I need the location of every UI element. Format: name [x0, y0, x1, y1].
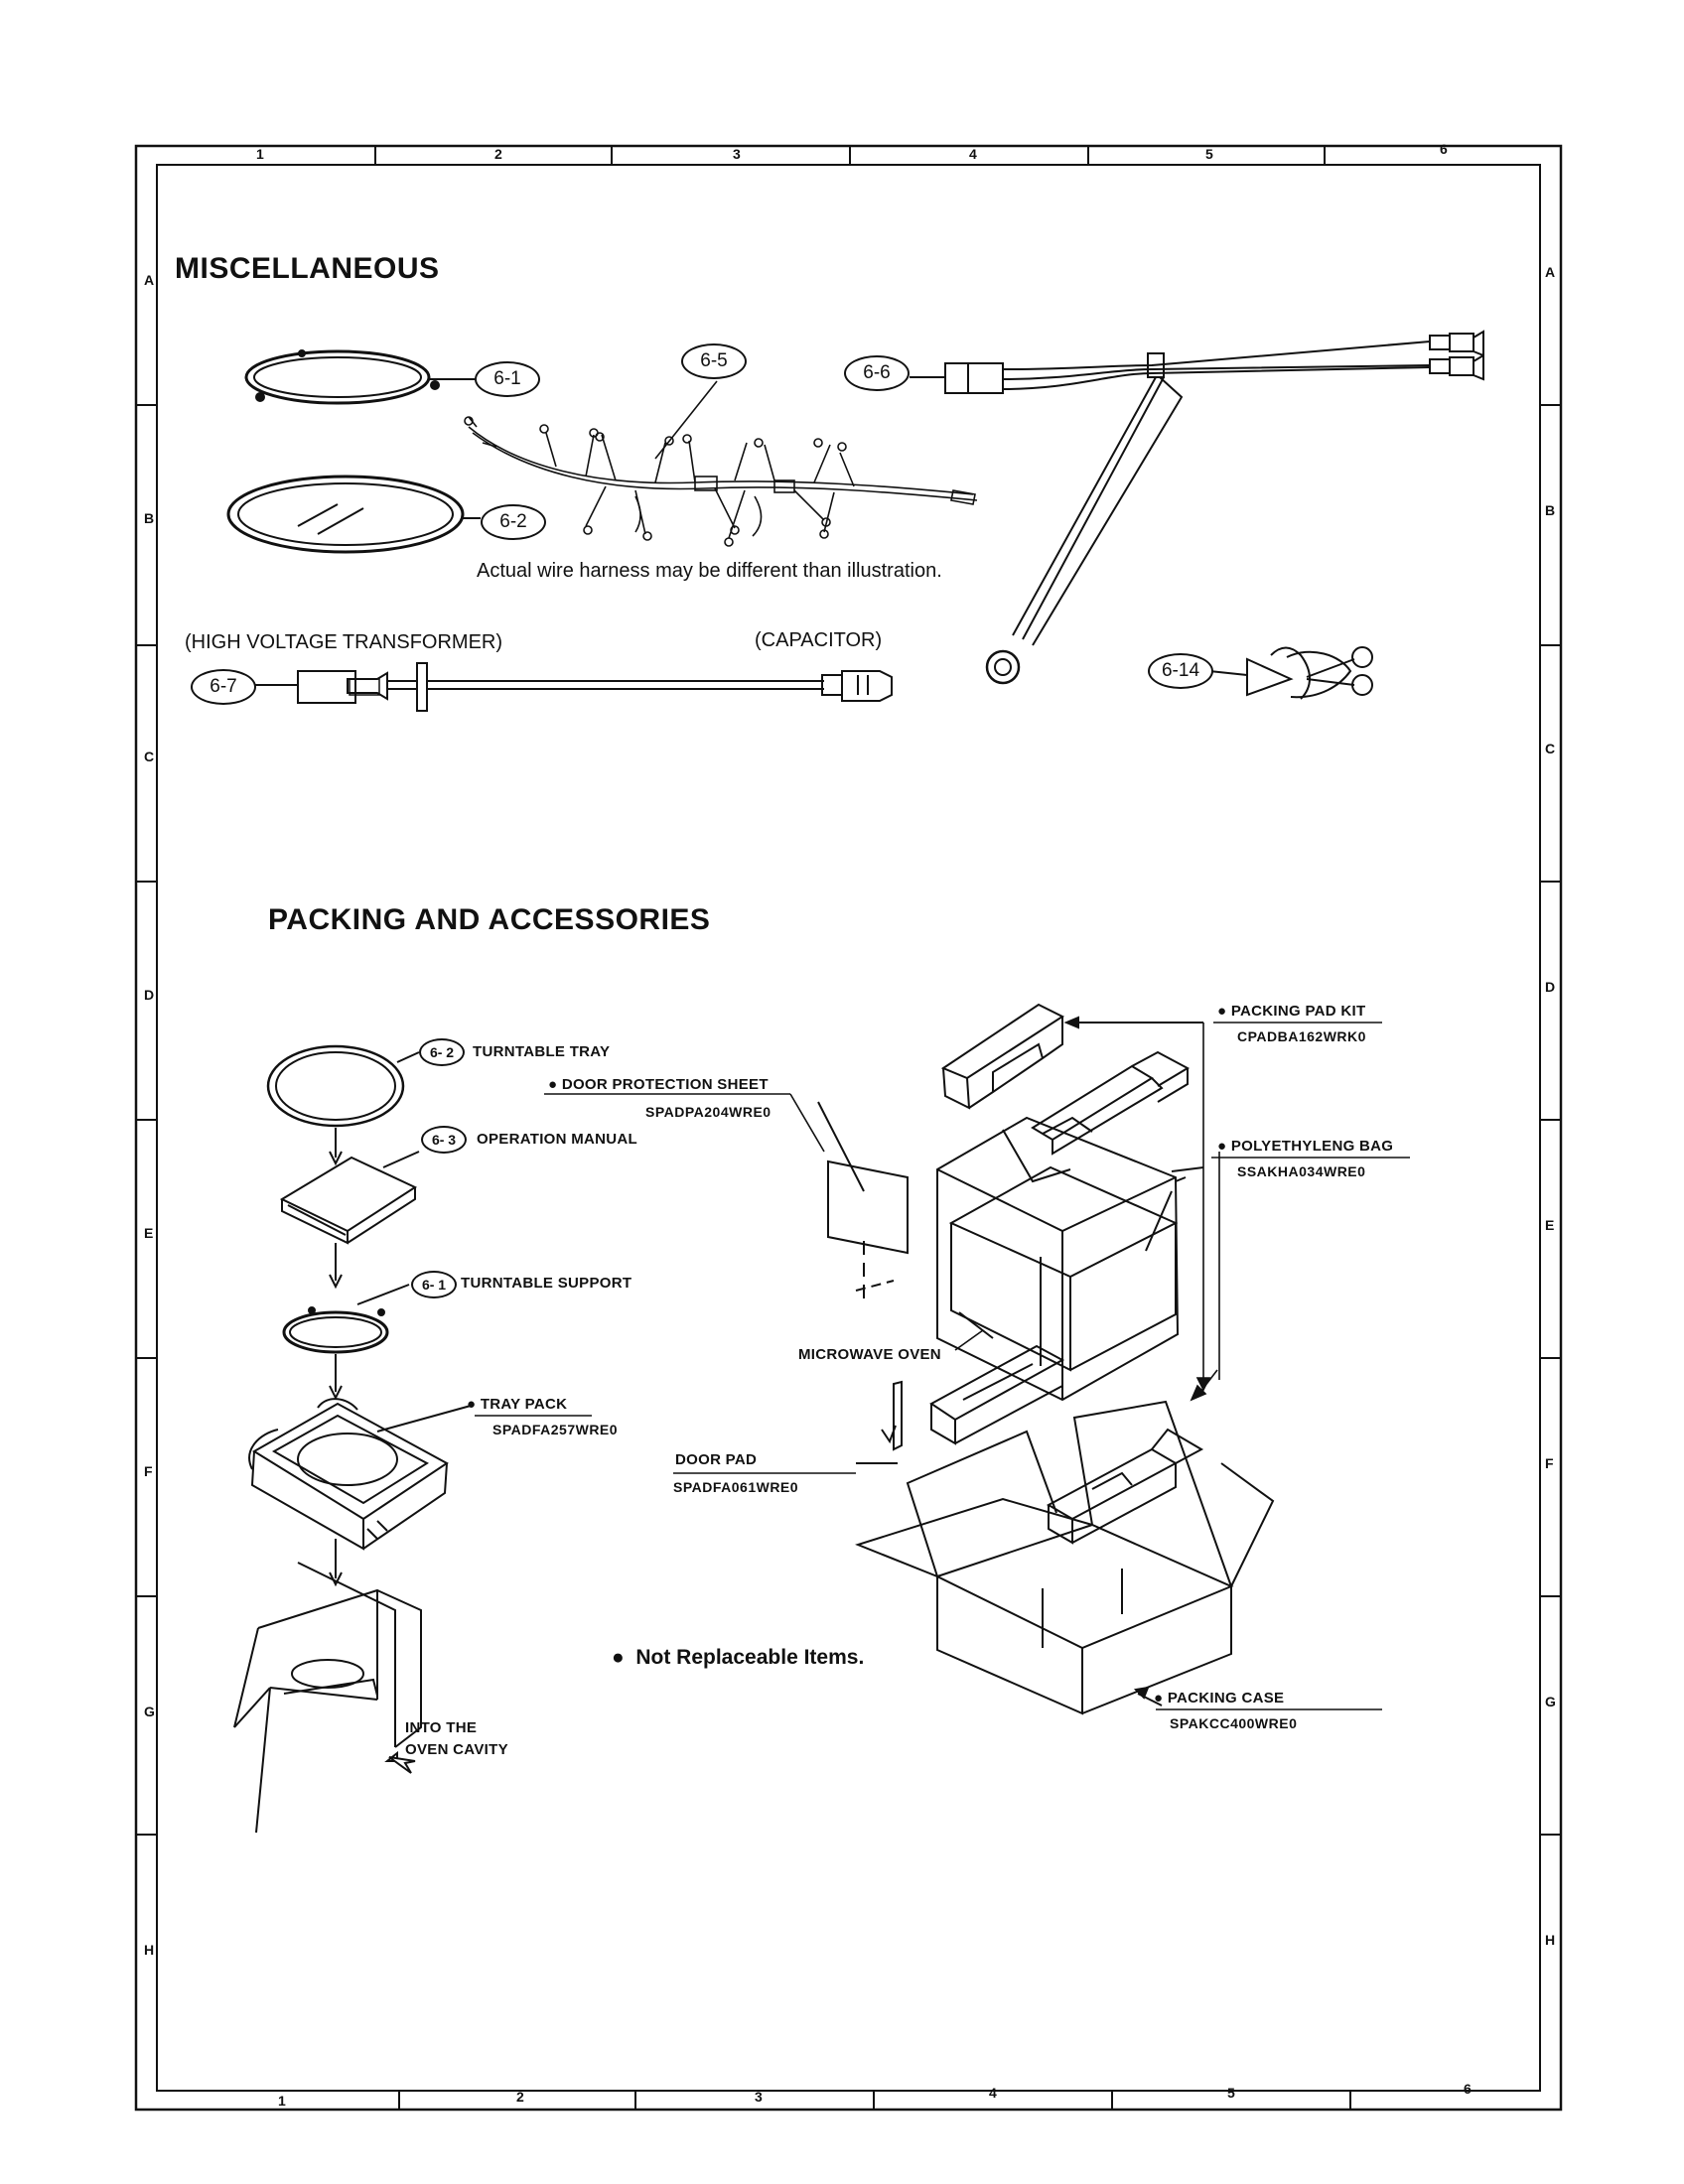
- pack-turntable-support: [282, 1284, 410, 1401]
- ref-6-5-bubble: 6-5: [681, 343, 747, 379]
- high-voltage-wire-illustration: [253, 662, 893, 712]
- packing-pad-kit-name: PACKING PAD KIT: [1230, 1003, 1366, 1020]
- frame-left-row-d: D: [144, 987, 155, 1003]
- pack-oven-cavity: [233, 1562, 422, 1834]
- tray-pack-name: TRAY PACK: [480, 1396, 568, 1413]
- frame-top-col-6: 6: [1440, 141, 1448, 157]
- pack-microwave-and-bag: [936, 1116, 1204, 1402]
- miscellaneous-title: MISCELLANEOUS: [175, 252, 440, 285]
- frame-top-col-4: 4: [969, 146, 977, 162]
- bullet-icon: ●: [548, 1076, 562, 1093]
- frame-bottom-col-1: 1: [278, 2093, 286, 2109]
- ref-6-2-bubble: 6-2: [481, 504, 546, 540]
- drawing-frame: [134, 144, 1563, 2112]
- into-oven-label-1: INTO THE: [405, 1719, 478, 1736]
- door-protection-sheet-label: ● DOOR PROTECTION SHEET: [548, 1076, 769, 1093]
- frame-top-col-2: 2: [494, 146, 502, 162]
- bullet-icon: ●: [1154, 1690, 1168, 1706]
- frame-left-row-f: F: [144, 1463, 153, 1479]
- pack-operation-manual: [279, 1151, 420, 1290]
- frame-right-row-f: F: [1545, 1455, 1554, 1471]
- ref-6-1-bubble: 6-1: [475, 361, 540, 397]
- turntable-tray-illustration: [226, 475, 481, 554]
- pack-packing-case: [855, 1400, 1275, 1715]
- frame-right-row-a: A: [1545, 264, 1556, 280]
- ref-6-14-bubble: 6-14: [1148, 653, 1213, 689]
- bullet-icon: ●: [612, 1646, 636, 1669]
- frame-top-col-3: 3: [733, 146, 741, 162]
- frame-right-row-b: B: [1545, 502, 1556, 518]
- turntable-tray-label: TURNTABLE TRAY: [473, 1043, 611, 1060]
- polyethyleng-bag-name: POLYETHYLENG BAG: [1230, 1138, 1394, 1155]
- door-pad-part-number: SPADFA061WRE0: [673, 1479, 799, 1495]
- door-pad-label: DOOR PAD: [675, 1451, 758, 1468]
- frame-bottom-col-6: 6: [1464, 2081, 1472, 2097]
- packing-pad-kit-label: ● PACKING PAD KIT: [1217, 1003, 1365, 1020]
- turntable-tray-ref: 6- 2: [419, 1038, 465, 1066]
- ref-6-6-bubble: 6-6: [844, 355, 910, 391]
- frame-top-col-5: 5: [1205, 146, 1213, 162]
- frame-left-row-g: G: [144, 1704, 155, 1719]
- frame-bottom-col-5: 5: [1227, 2085, 1235, 2101]
- frame-right-row-c: C: [1545, 741, 1556, 756]
- wire-assembly-illustration: [910, 330, 1484, 685]
- microwave-oven-label: MICROWAVE OVEN: [798, 1346, 941, 1363]
- leader-lines: [1190, 1023, 1220, 1402]
- packing-case-part-number: SPAKCC400WRE0: [1170, 1715, 1298, 1731]
- pack-packing-pad: [940, 1003, 1203, 1156]
- frame-right-row-d: D: [1545, 979, 1556, 995]
- packing-pad-kit-part-number: CPADBA162WRK0: [1237, 1028, 1366, 1044]
- capacitor-label: (CAPACITOR): [755, 629, 883, 651]
- door-protection-sheet-part-number: SPADPA204WRE0: [645, 1104, 772, 1120]
- frame-left-row-e: E: [144, 1225, 154, 1241]
- pack-turntable-tray: [266, 1044, 420, 1166]
- packing-accessories-title: PACKING AND ACCESSORIES: [268, 903, 711, 936]
- bullet-icon: ●: [1217, 1003, 1231, 1020]
- microwave-leader: [954, 1329, 984, 1351]
- frame-right-row-e: E: [1545, 1217, 1555, 1233]
- frame-right-row-h: H: [1545, 1932, 1556, 1948]
- wire-clip-illustration: [1208, 646, 1373, 700]
- frame-left-row-a: A: [144, 272, 155, 288]
- turntable-support-illustration: [244, 349, 475, 405]
- door-protection-sheet-name: DOOR PROTECTION SHEET: [561, 1076, 769, 1093]
- frame-top-col-1: 1: [256, 146, 264, 162]
- turntable-support-ref: 6- 1: [411, 1271, 457, 1298]
- bullet-icon: ●: [467, 1396, 481, 1413]
- frame-left-row-c: C: [144, 749, 155, 764]
- polyethyleng-bag-part-number: SSAKHA034WRE0: [1237, 1163, 1366, 1179]
- frame-left-row-h: H: [144, 1942, 155, 1958]
- packing-case-name: PACKING CASE: [1167, 1690, 1285, 1706]
- ref-6-7-bubble: 6-7: [191, 669, 256, 705]
- harness-note: Actual wire harness may be different tha…: [477, 560, 942, 582]
- polyethyleng-bag-label: ● POLYETHYLENG BAG: [1217, 1138, 1393, 1155]
- label-underlines: [475, 1022, 1410, 1710]
- not-replaceable-text: Not Replaceable Items.: [635, 1646, 865, 1669]
- frame-left-row-b: B: [144, 510, 155, 526]
- frame-right-row-g: G: [1545, 1694, 1556, 1709]
- frame-bottom-col-3: 3: [755, 2089, 763, 2105]
- operation-manual-label: OPERATION MANUAL: [477, 1131, 638, 1148]
- not-replaceable-note: ● Not Replaceable Items.: [612, 1646, 864, 1670]
- tray-pack-label: ● TRAY PACK: [467, 1396, 567, 1413]
- pack-door-pad: [856, 1344, 1065, 1464]
- operation-manual-ref: 6- 3: [421, 1126, 467, 1154]
- wire-harness-illustration: [464, 380, 978, 547]
- frame-bottom-col-4: 4: [989, 2085, 997, 2101]
- turntable-support-label: TURNTABLE SUPPORT: [461, 1275, 632, 1292]
- frame-bottom-col-2: 2: [516, 2089, 524, 2105]
- packing-case-label: ● PACKING CASE: [1154, 1690, 1284, 1706]
- pack-tray-pack: [248, 1398, 472, 1587]
- bullet-icon: ●: [1217, 1138, 1231, 1155]
- hv-transformer-label: (HIGH VOLTAGE TRANSFORMER): [185, 631, 503, 653]
- pack-door-protection-sheet: [817, 1101, 909, 1300]
- into-oven-label-2: OVEN CAVITY: [405, 1741, 508, 1758]
- tray-pack-part-number: SPADFA257WRE0: [492, 1422, 619, 1437]
